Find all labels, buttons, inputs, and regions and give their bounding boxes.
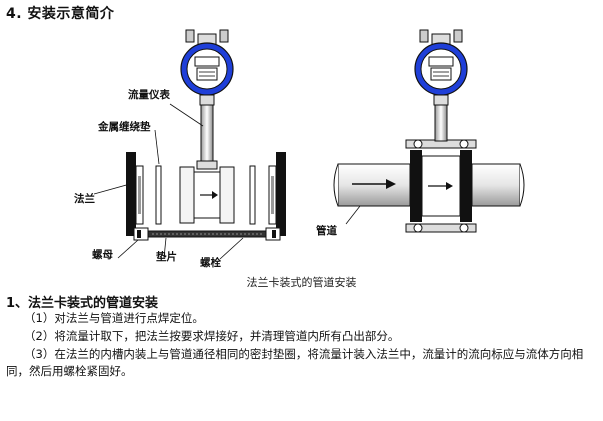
step-2: （2）将流量计取下，把法兰按要求焊接好，并清理管道内所有凸出部分。 (24, 329, 400, 343)
meter-stem-left (200, 104, 214, 162)
flange-left-1 (126, 152, 144, 236)
label-metal-gasket: 金属缠绕垫 (97, 120, 151, 133)
step-1: （1）对法兰与管道进行点焊定位。 (24, 311, 204, 325)
installation-diagram: 流量仪表 金属缠绕垫 法兰 螺母 垫片 螺栓 (74, 29, 525, 269)
gasket-left-2 (249, 165, 256, 225)
label-shim: 垫片 (156, 250, 177, 263)
subsection-title: 1、法兰卡装式的管道安装 (6, 296, 159, 311)
flowmeter-head-right (414, 29, 468, 106)
label-flowmeter: 流量仪表 (128, 88, 170, 101)
section-heading: 4. 安装示意简介 (6, 6, 115, 22)
assembled-view: 管道 (316, 29, 525, 237)
label-pipe: 管道 (316, 224, 337, 237)
step-3: （3）在法兰的内槽内装上与管道通径相同的密封垫圈，将流量计装入法兰中，流量计的流… (6, 347, 584, 378)
bolt-assembly-left (133, 227, 281, 241)
pipe-right-section (471, 163, 525, 207)
pipe-left-section (333, 163, 411, 207)
label-bolt: 螺栓 (200, 256, 221, 269)
gasket-left-1 (155, 165, 162, 225)
flowmeter-head-left (180, 29, 234, 106)
meter-body-left (179, 166, 235, 224)
label-nut: 螺母 (92, 248, 113, 261)
exploded-view: 流量仪表 金属缠绕垫 法兰 螺母 垫片 螺栓 (74, 29, 286, 269)
flange-left-2 (268, 152, 286, 236)
figure-caption: 法兰卡装式的管道安装 (246, 276, 357, 289)
label-flange: 法兰 (74, 192, 95, 205)
